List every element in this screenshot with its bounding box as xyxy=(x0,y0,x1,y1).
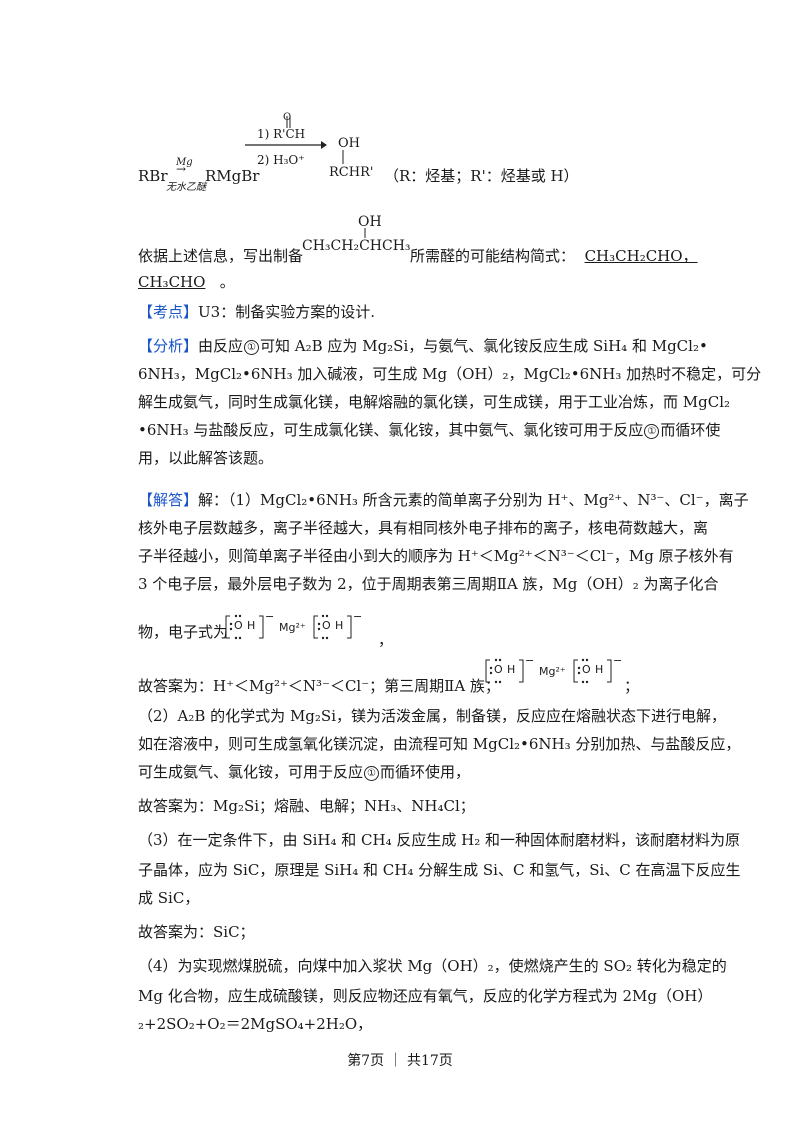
reagent-mg: Mg xyxy=(176,157,193,168)
jieda-line-7: （2）A₂B 的化学式为 Mg₂Si，镁为活泼金属，制备镁，反应应在熔融状态下进… xyxy=(138,707,726,725)
fenxi-line-5: 用，以此解答该题。 xyxy=(138,449,274,467)
fenxi-line-2: 6NH₃，MgCl₂•6NH₃ 加入碱液，可生成 Mg（OH）₂，MgCl₂•6… xyxy=(138,365,762,383)
h-atom: H xyxy=(507,663,516,676)
o-atom: O xyxy=(582,663,591,676)
reagent-rmgbr: RMgBr xyxy=(205,167,260,185)
reaction-1-marker: ① xyxy=(244,340,260,355)
kaodian-tag: 【考点】 xyxy=(138,303,199,321)
jieda-line-12: 子晶体，应为 SiC，原理是 SiH₄ 和 CH₄ 分解生成 Si、C 和氢气，… xyxy=(138,861,741,879)
answer-line-2: CH₃CHO 。 xyxy=(138,273,235,291)
jieda-line-13: 成 SiC， xyxy=(138,889,200,907)
electron-brackets xyxy=(485,658,612,684)
kaodian-line: 【考点】U3：制备实验方案的设计. xyxy=(138,302,375,322)
charge: − xyxy=(353,610,363,623)
fenxi-tag: 【分析】 xyxy=(138,337,199,355)
h-atom: H xyxy=(595,663,604,676)
charge: − xyxy=(613,654,623,667)
o-atom: O xyxy=(494,663,503,676)
jieda-line-6-end: ； xyxy=(624,677,640,695)
jieda-line-15: （4）为实现燃煤脱硫，向煤中加入浆状 Mg（OH）₂，使燃烧产生的 SO₂ 转化… xyxy=(138,957,727,975)
solvent-label: 无水乙醚 xyxy=(166,182,206,193)
carbonyl-double-bond xyxy=(286,116,291,128)
jieda-line-17: ₂+2SO₂+O₂＝2MgSO₄+2H₂O， xyxy=(138,1015,373,1033)
h-atom: H xyxy=(247,619,256,632)
jieda-line-3: 子半径越小，则简单离子半径由小到大的顺序为 H⁺＜Mg²⁺＜N³⁻＜Cl⁻，Mg… xyxy=(138,547,734,565)
answer-1: CH₃CH₂CHO， xyxy=(584,247,698,265)
o-atom: O xyxy=(234,619,243,632)
reaction-note: （R：烃基；R'：烃基或 H） xyxy=(384,167,579,185)
jieda-line-4: 3 个电子层，最外层电子数为 2，位于周期表第三周期ⅡA 族，Mg（OH）₂ 为… xyxy=(138,575,719,593)
target-oh: OH xyxy=(358,214,382,230)
small-arrow: → xyxy=(176,162,187,176)
product-formula: RCHR' xyxy=(329,165,374,180)
jieda-line-2: 核外电子层数越多，离子半径越大，具有相同核外电子排布的离子，核电荷数越大，离 xyxy=(138,519,709,537)
charge: − xyxy=(525,654,535,667)
kaodian-text: U3：制备实验方案的设计. xyxy=(198,303,375,321)
jieda-tag: 【解答】 xyxy=(138,491,199,509)
question-suffix: 所需醛的可能结构简式： CH₃CH₂CHO， xyxy=(410,247,698,265)
fenxi-line-3: 解生成氨气，同时生成氯化镁，电解熔融的氯化镁，可生成镁，用于工业冶炼，而 MgC… xyxy=(138,393,731,411)
reaction-1-marker: ① xyxy=(644,424,660,439)
mg-ion: Mg²⁺ xyxy=(539,665,566,678)
charge: − xyxy=(265,610,275,623)
step1-label: 1) R'CH xyxy=(257,127,306,141)
jieda-line-11: （3）在一定条件下，由 SiH₄ 和 CH₄ 反应生成 H₂ 和一种固体耐磨材料… xyxy=(138,831,740,849)
jieda-line-14: 故答案为：SiC； xyxy=(138,923,255,941)
jieda-line-10: 故答案为：Mg₂Si；熔融、电解；NH₃、NH₄Cl； xyxy=(138,797,475,815)
jieda-line-8: 如在溶液中，则可生成氢氧化镁沉淀，由流程可知 MgCl₂•6NH₃ 分别加热、与… xyxy=(138,735,741,753)
mg-ion: Mg²⁺ xyxy=(279,621,306,634)
question-prefix: 依据上述信息，写出制备 xyxy=(138,247,304,265)
reaction-arrow xyxy=(245,141,327,149)
target-formula: CH₃CH₂CHCH₃ xyxy=(302,238,411,254)
jieda-line-5: 物，电子式为 xyxy=(138,623,229,641)
reaction-1-marker: ① xyxy=(364,766,380,781)
page-footer: 第7页 ｜ 共17页 xyxy=(347,1053,453,1069)
jieda-line-16: Mg 化合物，应生成硫酸镁，则反应物还应有氧气，反应的化学方程式为 2Mg（OH… xyxy=(138,987,713,1005)
o-atom: O xyxy=(322,619,331,632)
jieda-line-5-end: ， xyxy=(378,631,394,649)
jieda-line-6: 故答案为：H⁺＜Mg²⁺＜N³⁻＜Cl⁻；第三周期ⅡA 族； xyxy=(138,677,500,695)
product-bond xyxy=(342,150,344,164)
h-atom: H xyxy=(335,619,344,632)
answer-2: CH₃CHO xyxy=(138,273,206,291)
electron-brackets xyxy=(225,614,352,640)
jieda-line-1: 【解答】解：（1）MgCl₂•6NH₃ 所含元素的简单离子分别为 H⁺、Mg²⁺… xyxy=(138,491,749,509)
product-oh: OH xyxy=(338,136,360,151)
step2-label: 2) H₃O⁺ xyxy=(257,153,305,167)
target-bond xyxy=(364,228,366,238)
reagent-rbr: RBr xyxy=(138,167,168,185)
